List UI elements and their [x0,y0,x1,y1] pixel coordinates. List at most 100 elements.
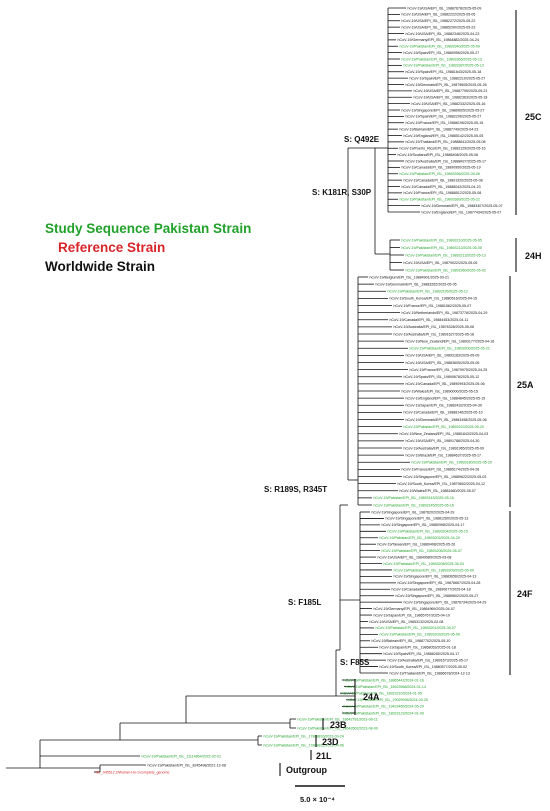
tree-leaf-label: hCoV-19/USA/EPI_ISL_19853132/2025-02-08 [370,620,444,624]
tree-leaf-label: hCoV-19/Singapore/EPI_ISL_19889602/2025-… [396,594,479,598]
legend-worldwide-label: Worldwide Strain [45,259,155,274]
tree-branches [6,7,420,773]
tree-leaf-label: hCoV-19/Pakistan/EPI_ISL_19893340/2025-0… [400,45,480,49]
scale-bar-label: 5.0 × 10⁻⁴ [300,795,335,804]
tree-leaf-label: hCoV-19/Thailand/EPI_ISL_19888611/2025-0… [406,140,486,144]
tree-leaf-label: hCoV-19/Germany/EPI_ISL_19864969/2025-04… [374,607,455,611]
tree-leaf-label: hCoV-19/USA/EPI_ISL_19849589/2025-03-08 [378,555,452,559]
tree-leaf-label: hCoV-19/Belgium/EPI_ISL_19884901/2025-03… [370,275,450,279]
tree-leaf-label: hCoV-19/Singapore/EPI_ISL_19880998/2025-… [382,523,465,527]
legend-study-label: Study Sequence Pakistan Strain [45,221,251,236]
tree-leaf-label: hCoV-19/USA/EPI_ISL_19882363/2025-05-18 [414,96,488,100]
tree-leaf-label: hCoV-19/USA/EPI_ISL_19887795/2025-05-21 [414,89,488,93]
tree-leaf-label: hCoV-19/Pakistan/EPI_ISL_18865442/2024-0… [344,678,424,682]
tree-leaf-label: hCoV-19/Pakistan/EPI_ISL_19029936/2024-0… [348,698,428,702]
tree-leaf-label: hCoV-19/England/EPI_ISL_19885142/2025-05… [404,134,484,138]
tree-leaf-label: hCoV-19/Spain/EPI_ISL_19886280/2025-04-1… [384,652,460,656]
tree-leaf-label: hCoV-19/Pakistan/EPI_ISL_19893366/2025-0… [402,57,482,61]
tree-leaf-label: hCoV-19/Singapore/EPI_ISL_19876734/2025-… [404,600,487,604]
clade-label-21l: 21L [316,751,332,761]
tree-leaf-label: hCoV-19/Wales/EPI_ISL_19890000/2025-05-1… [402,389,478,393]
tree-leaf-label: hCoV-19/USA/EPI_ISL_19891788/2025-04-30 [406,439,480,443]
tree-leaf-labels: hCoV-19/USA/EPI_ISL_19887678/2025-05-09h… [96,6,503,774]
tree-leaf-label: hCoV-19/Spain/EPI_ISL_19890678/2025-05-1… [404,375,480,379]
legend-reference-label: Reference Strain [58,240,165,255]
tree-leaf-label: hCoV-19/Spain/EPI_ISL_19881643/2025-05-1… [406,70,482,74]
tree-leaf-label: hCoV-19/USA/EPI_ISL_19882272/2025-05-22 [402,19,476,23]
tree-leaf-label: hCoV-19/Netherlands/EPI_ISL_19873776/202… [402,311,488,315]
tree-leaf-label: hCoV-19/Singapore/EPI_ISL_19889622/2025-… [404,475,487,479]
tree-leaf-label: hCoV-19/Australia/EPI_ISL_19888427/2025-… [406,159,487,163]
tree-leaf-label: NC_045512.2/Wuhan-Hu-1/complete_genome [96,770,170,774]
tree-leaf-label: hCoV-19/Pakistan/EPI_ISL_19893212/2025-0… [402,246,482,250]
tree-leaf-label: hCoV-19/Canada/EPI_ISL_19891920/2025-05-… [404,178,483,182]
tree-leaf-label: hCoV-19/Pakistan/EPI_ISL_19893203/2025-0… [380,633,460,637]
tree-leaf-label: hCoV-19/Japan/EPI_ISL_19882432/2025-04-3… [406,404,482,408]
tree-leaf-label: hCoV-19/USA/EPI_ISL_19887678/2025-05-09 [408,6,482,10]
tree-leaf-label: hCoV-19/Pakistan/EPI_ISL_19893143/2025-0… [374,496,454,500]
tree-leaf-label: hCoV-19/Pakistan/EPI_ISL_19893195/2025-0… [388,290,468,294]
mutation-label-f185l: S: F185L [288,598,321,607]
clade-label-24a: 24A [363,692,380,702]
tree-leaf-label: hCoV-19/Wales/EPI_ISL_19881660/2025-05-0… [400,489,476,493]
tree-leaf-label: hCoV-19/England/EPI_ISL_19884845/2025-05… [406,396,486,400]
tree-leaf-label: hCoV-19/South_Korea/EPI_ISL_19879652/202… [398,482,486,486]
clade-label-25c: 25C [525,112,542,122]
tree-leaf-label: hCoV-19/Denmark/EPI_ISL_19883498/2025-05… [406,418,487,422]
tree-leaf-label: hCoV-19/USA/EPI_ISL_19893183/2025-05-09 [406,354,480,358]
tree-leaf-label: hCoV-19/Singapore/EPI_ISL_19889605/2025-… [402,108,485,112]
tree-leaf-label: hCoV-19/Pakistan/EPI_ISL_19893200/2025-0… [410,347,490,351]
tree-leaf-label: hCoV-19/Pakistan/EPI_ISL_18923210/2024-0… [342,692,422,696]
tree-leaf-label: hCoV-19/USA/EPI_ISL_19883605/2025-05-05 [406,361,480,365]
tree-leaf-label: hCoV-19/South_Korea/EPI_ISL_19880577/202… [380,665,468,669]
tree-leaf-label: hCoV-19/Pakistan/EPI_ISL_8245498/2021-12… [148,763,226,767]
tree-leaf-label: hCoV-19/Brazil/EPI_ISL_19884637/2025-05-… [406,453,482,457]
tree-leaf-label: hCoV-19/Australia/EPI_ISL_19891673/2025-… [388,658,469,662]
clade-label-outgroup: Outgroup [286,765,327,775]
tree-leaf-label: hCoV-19/France/EPI_ISL_19879975/2025-04-… [410,368,488,372]
clade-label-23b: 23B [330,720,347,730]
mutation-label-k181r: S: K181R, S30P [312,188,372,197]
clade-label-24f: 24F [517,589,533,599]
tree-leaf-label: hCoV-19/France/EPI_ISL_19888512/2025-05-… [404,191,482,195]
tree-leaf-label: hCoV-19/Australia/EPI_ISL_19876328/2025-… [394,325,475,329]
tree-leaf-label: hCoV-19/Pakistan/EPI_ISL_19893389/2025-0… [400,198,480,202]
tree-leaf-label: hCoV-19/Puerto_Rico/EPI_ISL_19881129/202… [400,147,486,151]
clade-label-23d: 23D [322,737,339,747]
tree-leaf-label: hCoV-19/Spain/EPI_ISL_19882206/2025-05-2… [406,115,482,119]
tree-leaf-label: hCoV-19/Japan/EPI_ISL_19865767/2025-04-1… [374,613,450,617]
tree-leaf-label: hCoV-19/USA/EPI_ISL_19879022/2025-05-05 [404,261,478,265]
tree-leaf-label: hCoV-19/Pakistan/EPI_ISL_18642602/2023-0… [298,726,378,730]
tree-leaf-label: hCoV-19/Taiwan/EPI_ISL_19889408/2025-05-… [378,543,456,547]
tree-leaf-label: hCoV-19/Pakistan/EPI_ISL_11114864/2022-0… [142,754,222,758]
tree-leaf-label: hCoV-19/France/EPI_ISL_19881562/2025-05-… [394,304,472,308]
tree-leaf-label: hCoV-19/South_Korea/EPI_ISL_19880516/202… [390,297,478,301]
tree-leaf-label: hCoV-19/Spain/EPI_ISL_19880956/2025-05-2… [404,51,480,55]
tree-leaf-label: hCoV-19/Scotland/EPI_ISL_19886408/2025-0… [398,153,479,157]
tree-leaf-label: hCoV-19/Pakistan/EPI_ISL_19893145/2025-0… [374,503,454,507]
tree-leaf-label: hCoV-19/Pakistan/EPI_ISL_19893387/2025-0… [404,64,484,68]
tree-leaf-label: hCoV-19/Pakistan/EPI_ISL_19893209/2025-0… [394,568,474,572]
tree-leaf-label: hCoV-19/Pakistan/EPI_ISL_19893180/2025-0… [412,461,492,465]
tree-leaf-label: hCoV-19/Canada/EPI_ISL_19884453/2025-04-… [390,318,469,322]
clade-label-24h: 24H [525,251,542,261]
tree-leaf-label: hCoV-19/Pakistan/EPI_ISL_19893208/2025-0… [384,562,464,566]
tree-leaf-label: hCoV-19/Denmark/EPI_ISL_19883407/2025-05… [422,204,503,208]
tree-leaf-label: hCoV-19/France/EPI_ISL_19885174/2025-04-… [402,468,480,472]
tree-leaf-label: hCoV-19/Pakistan/EPI_ISL_18923968/2024-0… [346,685,426,689]
tree-leaf-label: hCoV-19/New_Zealand/EPI_ISL_19893177/202… [406,339,495,343]
tree-leaf-label: hCoV-19/Pakistan/EPI_ISL_18642781/2023-0… [298,717,378,721]
tree-leaf-label: hCoV-19/Canada/EPI_ISL_19890993/2025-05-… [406,382,485,386]
tree-leaf-label: hCoV-19/USA/EPI_ISL_19882346/2025-04-23 [406,32,480,36]
tree-leaf-label: hCoV-19/USA/EPI_ISL_19882332/2025-05-16 [412,102,486,106]
tree-leaf-label: hCoV-19/France/EPI_ISL_19886196/2025-05-… [406,121,484,125]
tree-leaf-label: hCoV-19/Canada/EPI_ISL_19890950/2025-05-… [402,166,481,170]
tree-leaf-label: hCoV-19/Australia/EPI_ISL_19891965/2025-… [404,446,485,450]
mutation-label-r189s: S: R189S, R345T [264,485,327,494]
tree-leaf-label: hCoV-19/Pakistan/EPI_ISL_18923123/2024-0… [344,711,424,715]
tree-leaf-label: hCoV-19/Denmark/EPI_ISL_19883262/2025-05… [376,282,457,286]
tree-leaf-label: hCoV-19/Singapore/EPI_ISL_19881260/2025-… [386,517,469,521]
tree-leaf-label: hCoV-19/Pakistan/EPI_ISL_19893210/2025-0… [402,238,482,242]
tree-leaf-label: hCoV-19/Australia/EPI_ISL_19891627/2025-… [394,332,475,336]
tree-leaf-label: hCoV-19/Pakistan/EPI_ISL_19423465/2024-0… [344,705,424,709]
